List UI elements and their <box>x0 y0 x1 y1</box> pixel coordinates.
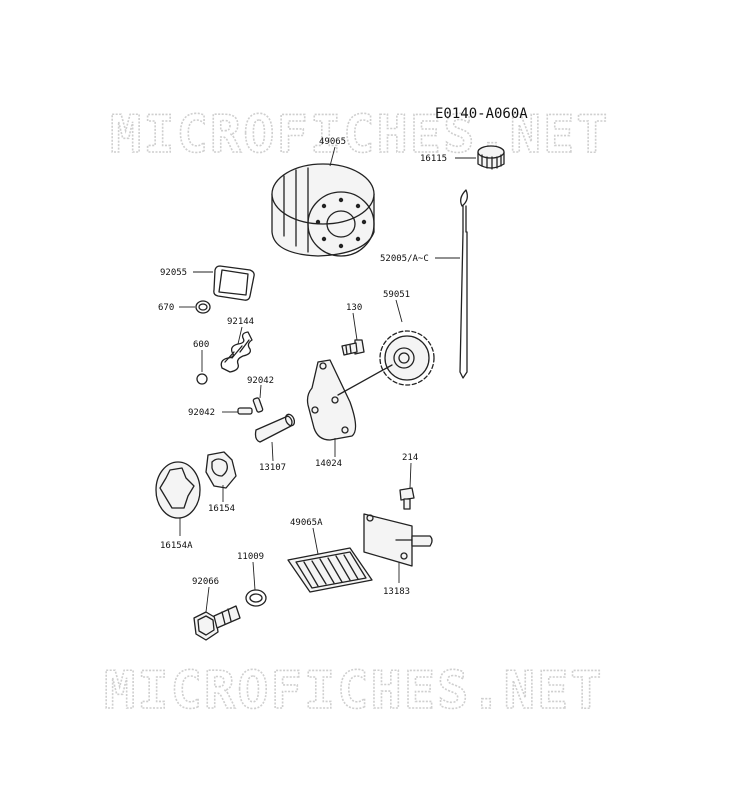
part-label-13107[interactable]: 13107 <box>259 463 286 473</box>
part-label-92066[interactable]: 92066 <box>192 577 219 587</box>
leader-214 <box>409 462 412 489</box>
part-label-92144[interactable]: 92144 <box>227 317 254 327</box>
leader-92144 <box>237 326 243 345</box>
ball-drawing[interactable] <box>196 373 208 385</box>
leader-49065A <box>312 527 319 555</box>
drain-plug-drawing[interactable] <box>193 605 241 641</box>
pump-shaft-drawing[interactable] <box>254 413 297 443</box>
leader-92066 <box>205 586 210 613</box>
part-label-16115[interactable]: 16115 <box>420 154 447 164</box>
outer-rotor-drawing[interactable] <box>155 461 201 519</box>
leader-59051 <box>395 299 403 323</box>
gasket-drawing[interactable] <box>213 265 255 301</box>
pump-cover-plate-drawing[interactable] <box>306 359 393 441</box>
oil-filler-cap-drawing[interactable] <box>477 145 505 170</box>
oil-strainer-drawing[interactable] <box>363 513 433 567</box>
washer-drawing[interactable] <box>245 589 267 607</box>
pin-92042-lower-drawing[interactable] <box>237 407 253 415</box>
inner-rotor-drawing[interactable] <box>205 451 237 489</box>
leader-130 <box>352 312 358 341</box>
dipstick-drawing[interactable] <box>459 189 468 379</box>
leader-13107 <box>271 441 274 462</box>
part-label-49065[interactable]: 49065 <box>319 137 346 147</box>
bolt-214-drawing[interactable] <box>399 487 415 510</box>
part-label-16154[interactable]: 16154 <box>208 504 235 514</box>
leader-49065 <box>329 146 336 167</box>
oil-pump-gear-drawing[interactable] <box>379 330 435 386</box>
part-label-670[interactable]: 670 <box>158 303 174 313</box>
part-label-130[interactable]: 130 <box>346 303 362 313</box>
watermark-bottom: MICROFICHES.NET <box>104 661 604 721</box>
bolt-130-drawing[interactable] <box>341 339 365 356</box>
pin-92042-upper-drawing[interactable] <box>252 397 264 413</box>
diagram-id: E0140-A060A <box>435 106 528 122</box>
oil-filter-drawing[interactable] <box>271 163 375 257</box>
part-label-11009[interactable]: 11009 <box>237 552 264 562</box>
part-label-16154A[interactable]: 16154A <box>160 541 193 551</box>
leader-11009 <box>252 561 256 591</box>
leader-92042-upper <box>259 384 262 399</box>
o-ring-drawing[interactable] <box>195 300 211 314</box>
filter-screen-drawing[interactable] <box>287 547 373 593</box>
part-label-600[interactable]: 600 <box>193 340 209 350</box>
part-label-59051[interactable]: 59051 <box>383 290 410 300</box>
part-label-13183[interactable]: 13183 <box>383 587 410 597</box>
part-label-92055[interactable]: 92055 <box>160 268 187 278</box>
part-label-92042-lower[interactable]: 92042 <box>188 408 215 418</box>
watermark-top: MICROFICHES.NET <box>110 105 610 165</box>
part-label-52005[interactable]: 52005/A~C <box>380 254 429 264</box>
part-label-92042-upper[interactable]: 92042 <box>247 376 274 386</box>
part-label-49065A[interactable]: 49065A <box>290 518 323 528</box>
part-label-214[interactable]: 214 <box>402 453 418 463</box>
part-label-14024[interactable]: 14024 <box>315 459 342 469</box>
spring-drawing[interactable] <box>220 331 253 373</box>
